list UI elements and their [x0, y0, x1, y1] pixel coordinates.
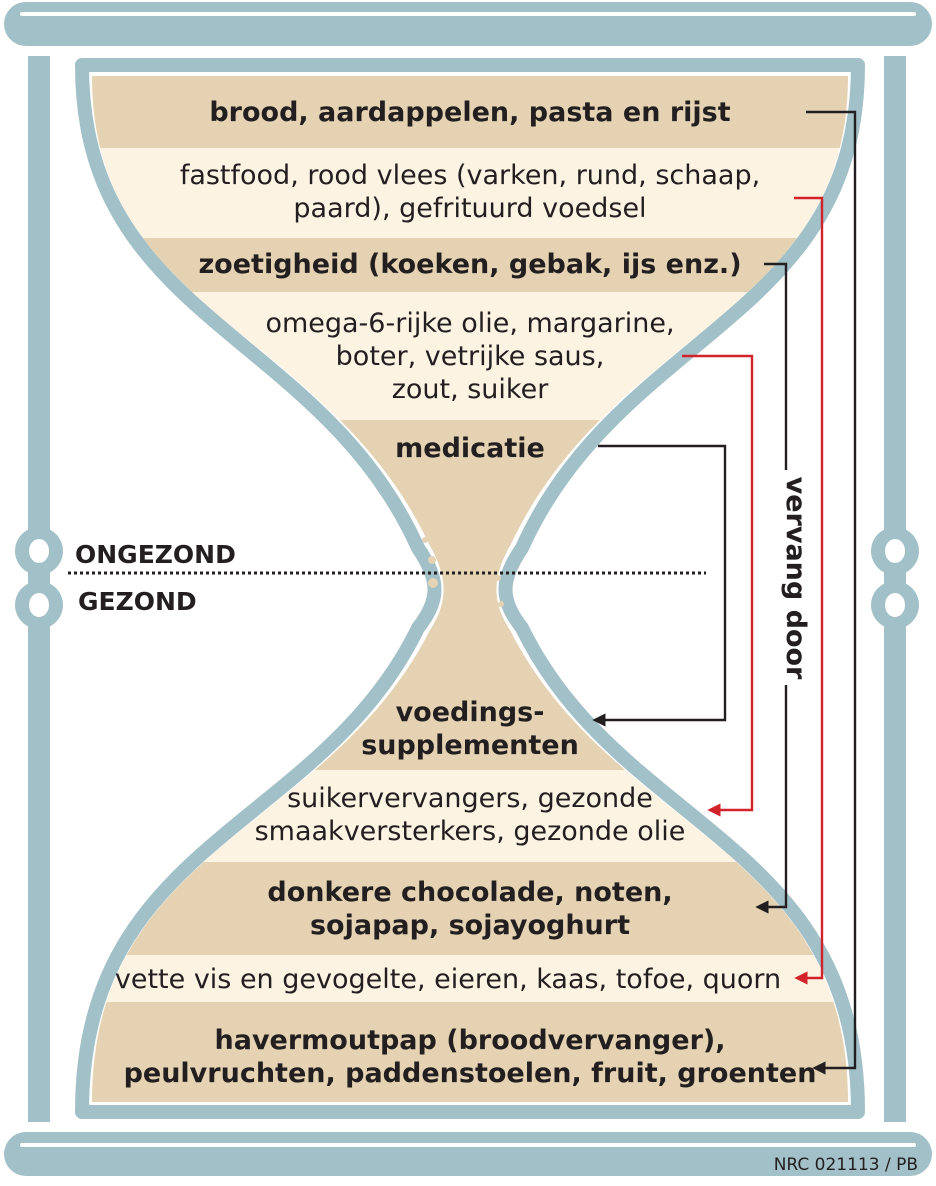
band-zoetigheid [92, 238, 848, 292]
band-label-vervangers: suikervervangers, gezonde [287, 783, 653, 814]
band-label-brood: brood, aardappelen, pasta en rijst [209, 97, 730, 128]
replacement-connectors [592, 110, 857, 1075]
band-label-havermout: havermoutpap (broodvervanger), [215, 1025, 726, 1056]
band-label-olie: zout, suiker [392, 374, 550, 405]
connector-fastfood-to-vis [794, 196, 824, 985]
top-cap [4, 2, 932, 46]
band-label-olie: omega-6-rijke olie, margarine, [265, 308, 674, 339]
zone-label-healthy: GEZOND [78, 587, 197, 616]
replace-label: vervang door [780, 477, 811, 680]
band-label-fastfood: fastfood, rood vlees (varken, rund, scha… [180, 160, 760, 191]
zone-label-unhealthy: ONGEZOND [75, 540, 236, 569]
band-vis [92, 955, 848, 1002]
left-knob-lower-hole [29, 593, 49, 617]
band-label-fastfood: paard), gefrituurd voedsel [293, 193, 646, 224]
sand-dot [422, 537, 428, 543]
sand-dot [485, 529, 491, 535]
band-label-havermout: peulvruchten, paddenstoelen, fruit, groe… [124, 1058, 817, 1089]
right-knob-upper-hole [885, 539, 905, 563]
credit-text: NRC 021113 / PB [774, 1155, 918, 1175]
band-label-vervangers: smaakversterkers, gezonde olie [255, 816, 686, 847]
hourglass-frame [4, 2, 932, 1176]
band-label-olie: boter, vetrijke saus, [336, 341, 605, 372]
sand-dot [428, 578, 438, 588]
band-fastfood [92, 148, 848, 238]
band-havermout [92, 1002, 848, 1102]
band-brood [92, 76, 848, 148]
sand-dot [495, 575, 501, 581]
connector-olie-to-vervangers [682, 354, 754, 817]
connector-medicatie-to-supplementen [592, 444, 727, 727]
band-labels: brood, aardappelen, pasta en rijst fastfo… [115, 97, 817, 1089]
band-label-chocolade: sojapap, sojayoghurt [310, 910, 630, 941]
sand-dot [428, 556, 436, 564]
band-label-supplementen: supplementen [361, 730, 579, 761]
left-knob-upper-hole [29, 539, 49, 563]
connector-zoetigheid-to-chocolade [758, 262, 788, 907]
sand-particles [422, 529, 504, 607]
sand-dot [498, 601, 504, 607]
band-label-vis: vette vis en gevogelte, eieren, kaas, to… [115, 964, 781, 995]
sand-dot [487, 543, 503, 559]
zone-divider: ONGEZOND GEZOND [68, 540, 706, 616]
band-label-medicatie: medicatie [395, 433, 545, 464]
band-label-chocolade: donkere chocolade, noten, [267, 877, 672, 908]
band-label-zoetigheid: zoetigheid (koeken, gebak, ijs enz.) [198, 249, 741, 280]
right-knob-lower-hole [885, 593, 905, 617]
connector-brood-to-havermout [806, 110, 857, 1075]
band-label-supplementen: voedings- [396, 697, 545, 728]
band-chocolade [92, 862, 848, 955]
